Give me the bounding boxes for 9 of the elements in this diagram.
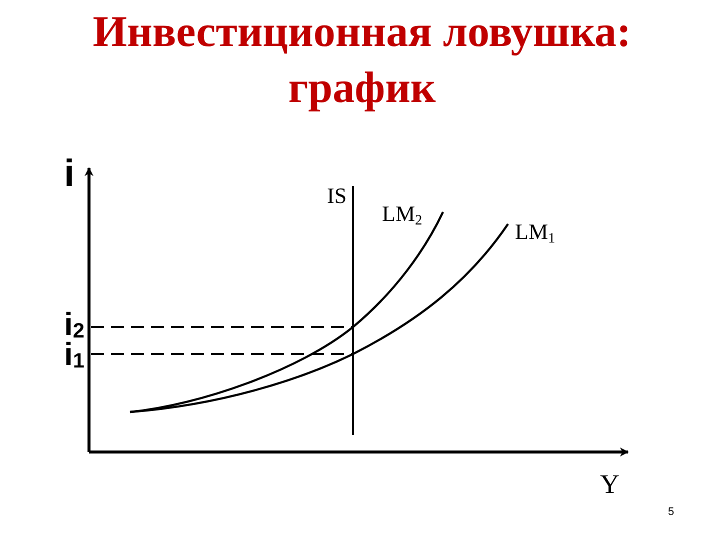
- rate-label: i$_{1}$: [64, 340, 84, 368]
- slide-title: Инвестиционная ловушка: график: [92, 6, 632, 114]
- axis-label: Y: [600, 471, 620, 498]
- curve-label: LM$_{1}$: [515, 221, 556, 243]
- curve-label: LM$_{2}$: [382, 203, 422, 225]
- rate-label: i$_{2}$: [64, 310, 84, 338]
- axis-label: i: [64, 155, 75, 193]
- curve-label: IS: [327, 185, 347, 207]
- page-number: 5: [668, 507, 674, 518]
